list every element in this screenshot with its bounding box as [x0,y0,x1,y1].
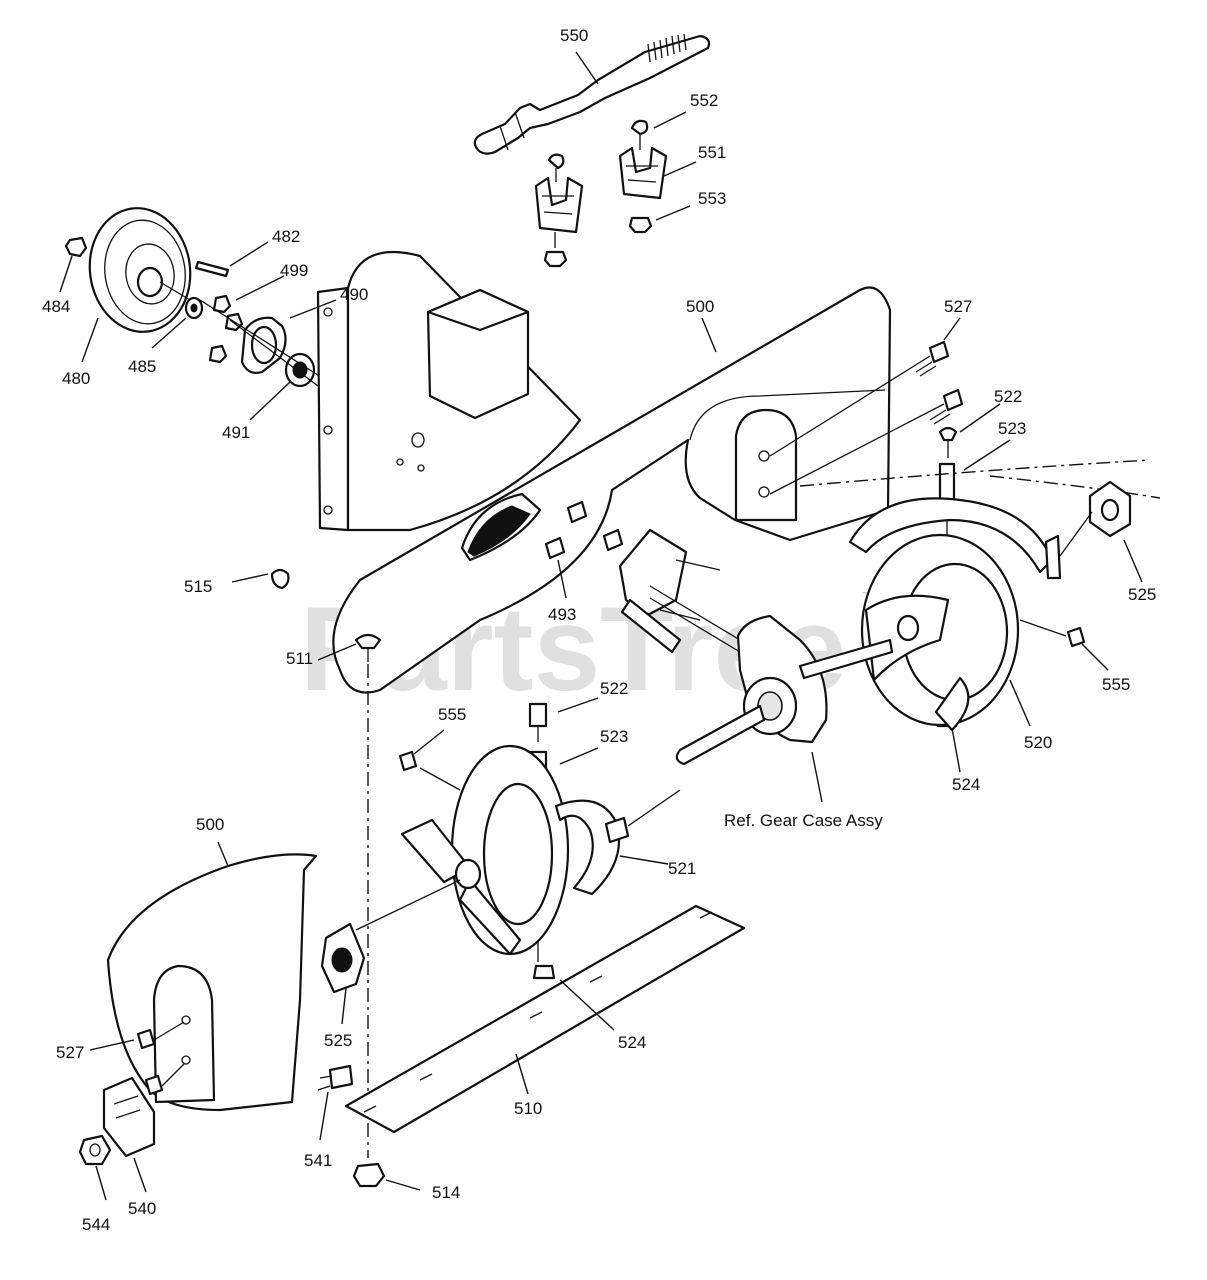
part-label: 480 [62,369,90,388]
screw-515 [270,568,290,590]
part-label: 524 [618,1033,646,1052]
part-label: 499 [280,261,308,280]
part-label: 555 [1102,675,1130,694]
part-label: 555 [438,705,466,724]
flange-525-left [320,879,461,994]
scraper-bar-510 [344,904,746,1134]
part-label: 523 [600,727,628,746]
carriage-bolt-511 [354,633,382,662]
side-plate-500 [106,853,318,1112]
part-label: 482 [272,227,300,246]
part-labels: 550 552 551 553 482 499 490 484 480 485 … [42,26,1156,1234]
ref-gear-case-label: Ref. Gear Case Assy [724,811,883,830]
nut-514 [352,1162,386,1188]
part-label: 500 [196,815,224,834]
crank-rod-550 [473,33,711,155]
bearing-485 [184,296,204,320]
pulley-480 [88,207,192,333]
flange-525-right [1088,480,1132,538]
leader-lines [59,51,1143,1201]
part-label: 522 [600,679,628,698]
part-label: 544 [82,1215,110,1234]
part-label: 540 [128,1199,156,1218]
part-label: 524 [952,775,980,794]
part-label: 552 [690,91,718,110]
part-label: 541 [304,1151,332,1170]
auger-521 [400,744,681,956]
part-label: 515 [184,577,212,596]
bolts-493 [544,500,624,560]
part-label: 485 [128,357,156,376]
part-label: 491 [222,423,250,442]
axis-line-right [799,459,1161,499]
part-label: 525 [1128,585,1156,604]
part-label: 493 [548,605,576,624]
fitting-555-right [1019,619,1086,648]
part-label: 553 [698,189,726,208]
part-label: 522 [994,387,1022,406]
part-label: 523 [998,419,1026,438]
part-label: 514 [432,1183,460,1202]
bolt-527-right [769,340,964,495]
auger-housing-500 [316,250,892,694]
part-label: 484 [42,297,70,316]
hardware-499 [208,294,244,364]
bolts-527-left [136,1021,185,1096]
part-label: 520 [1024,733,1052,752]
hardware-484 [64,236,88,258]
part-label: 550 [560,26,588,45]
part-label: 525 [324,1031,352,1050]
fitting-555-left [398,750,418,772]
bolt-541 [317,1064,354,1091]
bracket-540 [102,1076,156,1158]
key-482 [194,260,230,278]
part-label: 527 [56,1043,84,1062]
clip-bracket-left [534,153,584,268]
clip-bracket-551 [618,119,668,234]
part-label: 510 [514,1099,542,1118]
nut-544 [78,1134,112,1166]
part-label: 490 [340,285,368,304]
part-label: 551 [698,143,726,162]
gear-case-assy [618,528,894,766]
part-label: 500 [686,297,714,316]
part-label: 511 [286,649,313,668]
part-label: 527 [944,297,972,316]
part-label: 521 [668,859,696,878]
auger-520 [848,497,1093,732]
